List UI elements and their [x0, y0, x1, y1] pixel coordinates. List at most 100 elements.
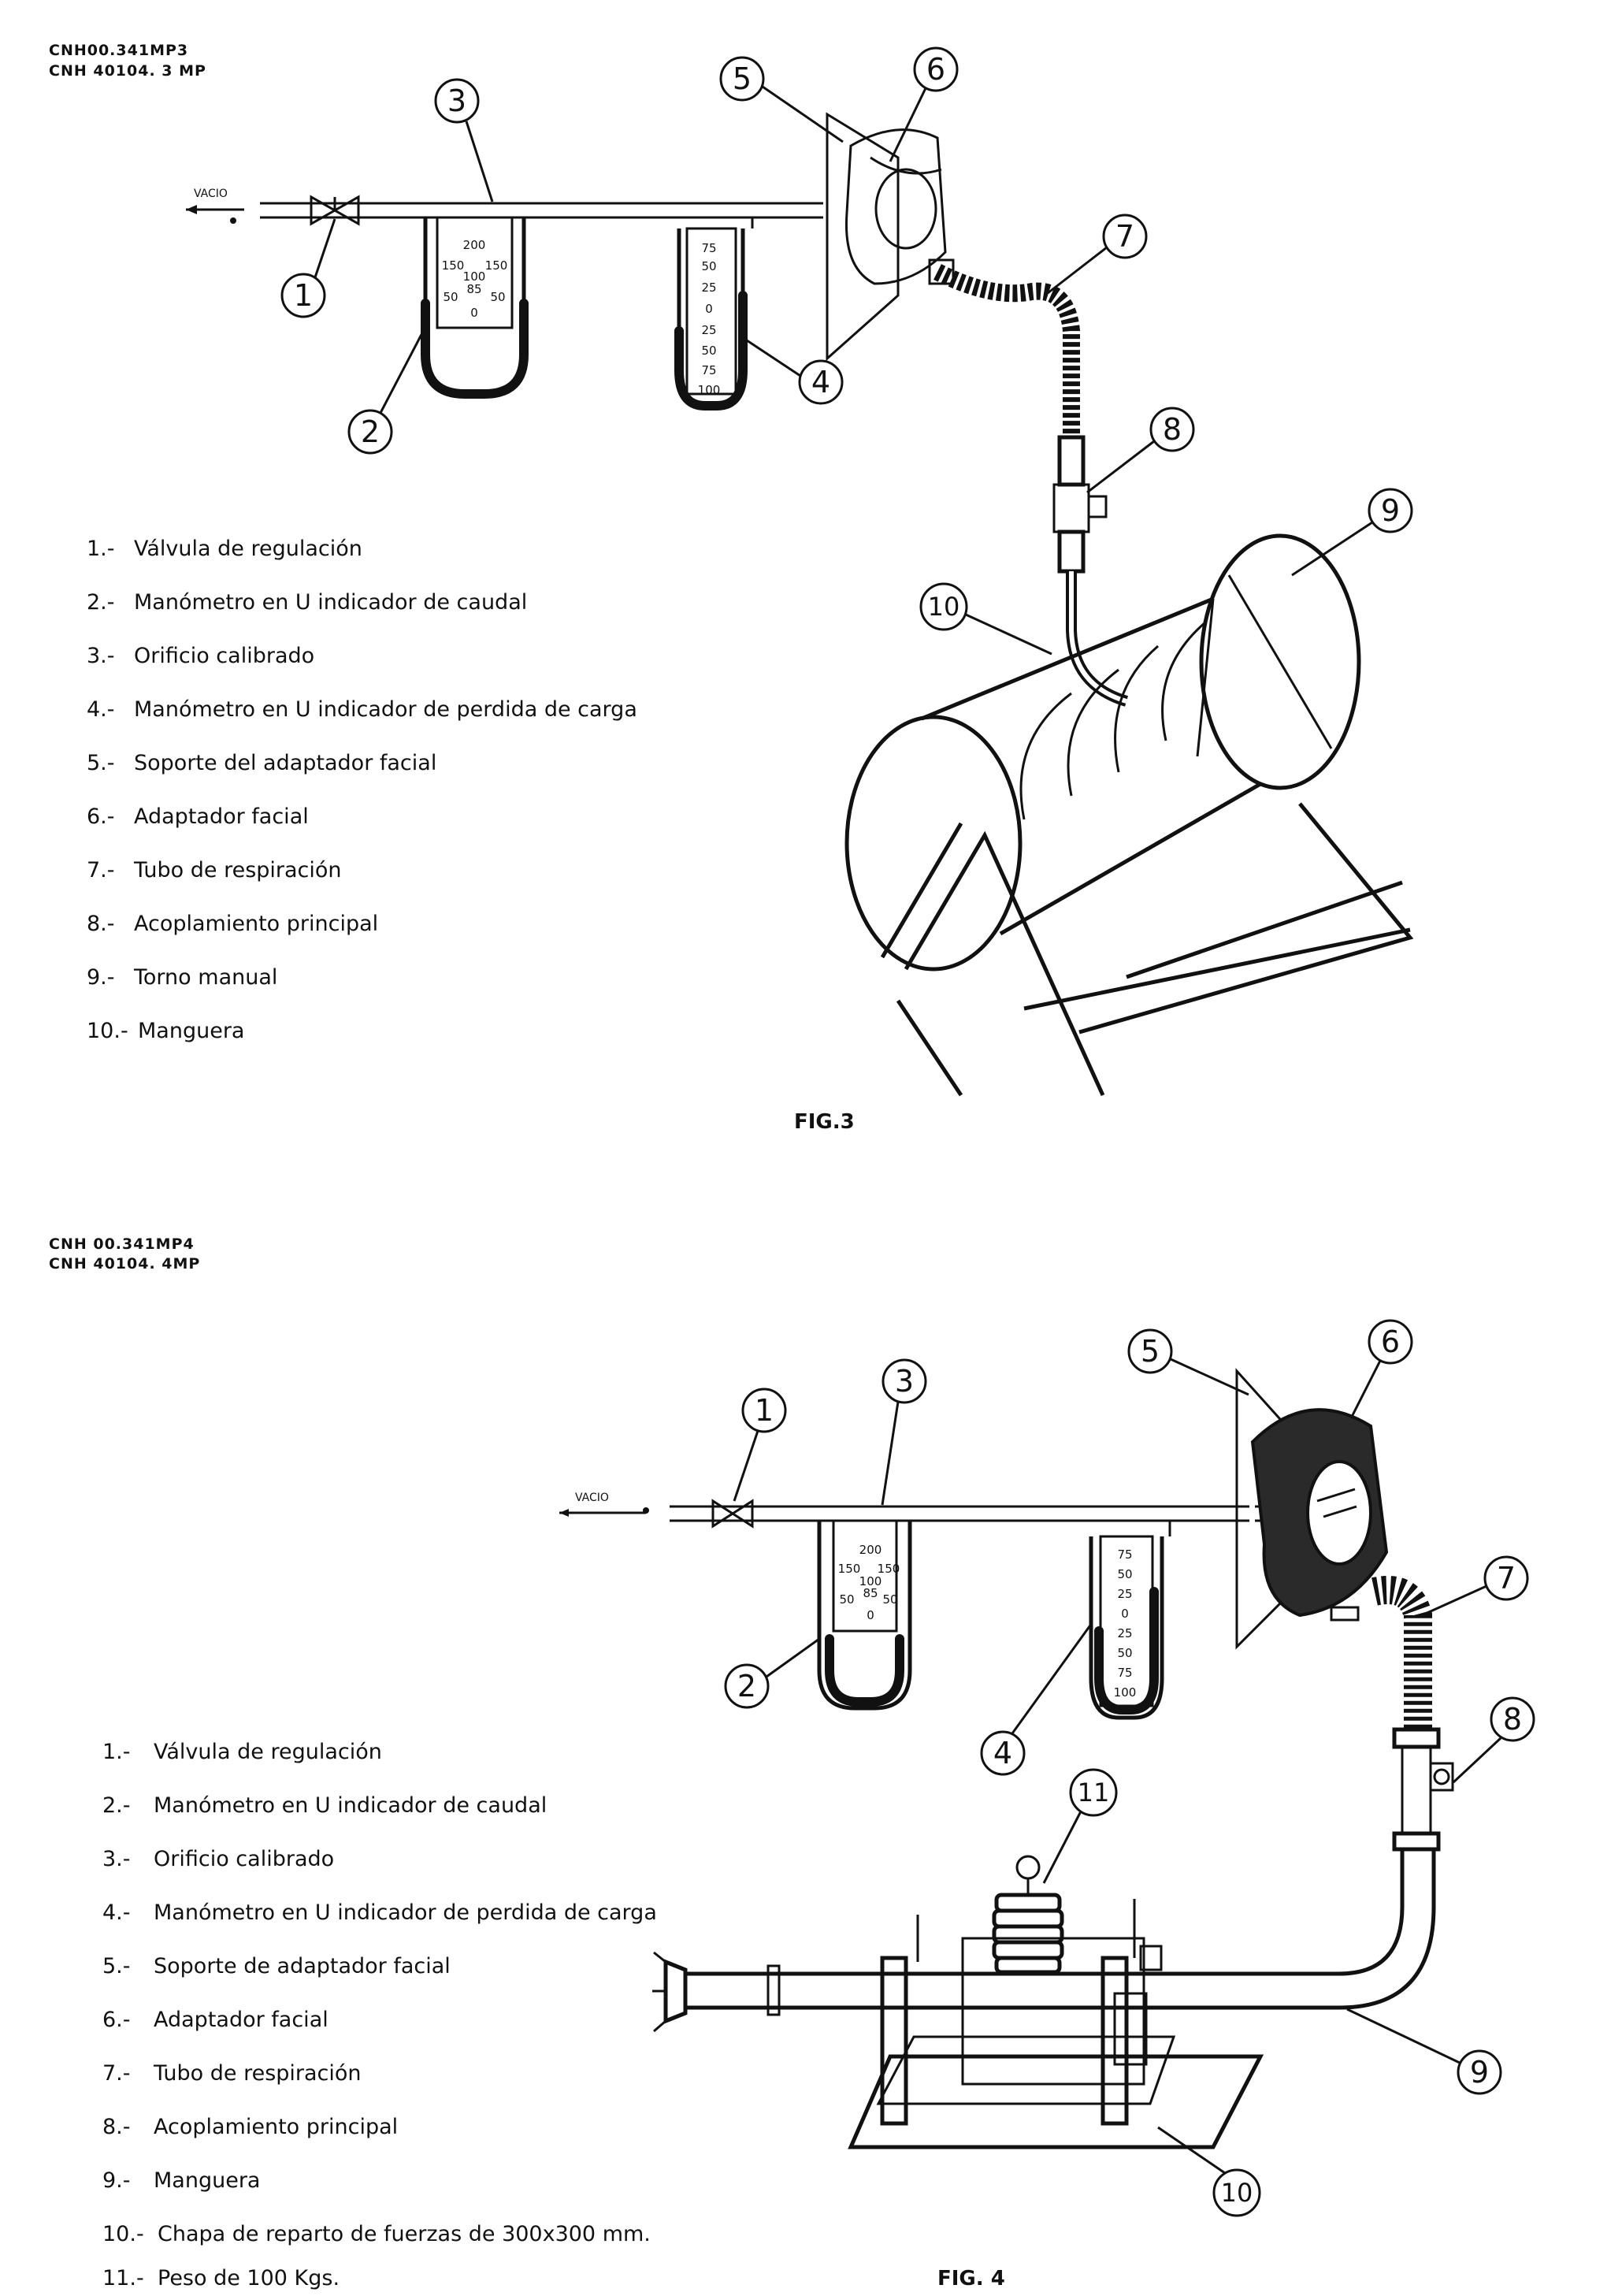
fig4-callout-6: 6 [1349, 1319, 1413, 1419]
fig4-legend-item: 10.- Chapa de reparto de fuerzas de 300x… [102, 2222, 651, 2246]
fig4-vacio-label: VACIO [575, 1492, 609, 1504]
fig3-callout-8: 8 [1086, 407, 1195, 494]
svg-text:3.-: 3.- [102, 1847, 131, 1871]
svg-text:11.-: 11.- [102, 2266, 144, 2290]
svg-text:9: 9 [1381, 493, 1400, 528]
svg-text:2: 2 [737, 1669, 756, 1703]
fig3-main-pipe [260, 202, 823, 219]
fig3-legend-item: 1.- Válvula de regulación [87, 537, 362, 561]
svg-text:10: 10 [1221, 2178, 1253, 2208]
fig4-legend-item: 9.- Manguera [102, 2168, 260, 2193]
fig3-callout-4: 4 [744, 337, 844, 405]
fig4-loss-tick: 50 [1117, 1646, 1132, 1660]
svg-text:1: 1 [294, 278, 313, 313]
figure-3: CNH00.341MP3 CNH 40104. 3 MP VACIO 200 1… [49, 42, 1414, 1134]
figure-4: CNH 00.341MP4 CNH 40104. 4MP VACIO 200 [49, 1235, 1535, 2290]
svg-text:2: 2 [361, 414, 380, 449]
fig4-callout-8: 8 [1452, 1696, 1535, 1784]
fig4-breathing-tube [1371, 1576, 1432, 1729]
svg-text:7.-: 7.- [87, 858, 115, 882]
svg-text:1: 1 [755, 1393, 774, 1428]
fig4-main-coupling [1392, 1727, 1454, 1852]
svg-text:7: 7 [1115, 219, 1134, 254]
fig4-flow-tick: 150 [878, 1562, 900, 1576]
fig4-code-2: CNH 40104. 4MP [49, 1255, 200, 1272]
fig3-flow-tick: 85 [466, 282, 481, 296]
fig3-flow-tick: 100 [463, 269, 486, 284]
fig3-facepiece-support [826, 112, 900, 362]
svg-text:5: 5 [733, 61, 752, 96]
fig4-flow-manometer: 200 150 100 150 50 85 50 0 [817, 1519, 912, 1711]
svg-text:5.-: 5.- [87, 751, 115, 775]
svg-text:Tubo de respiración: Tubo de respiración [133, 858, 342, 882]
fig4-loss-tick: 25 [1117, 1587, 1132, 1601]
svg-text:11: 11 [1078, 1778, 1110, 1807]
svg-text:Válvula de regulación: Válvula de regulación [134, 537, 362, 561]
fig4-code-1: CNH 00.341MP4 [49, 1235, 195, 1253]
fig3-caption: FIG.3 [794, 1110, 855, 1134]
fig4-callout-7: 7 [1421, 1555, 1529, 1617]
fig3-legend-item: 2.- Manómetro en U indicador de caudal [87, 590, 527, 615]
fig3-legend-item: 4.- Manómetro en U indicador de perdida … [87, 697, 637, 722]
fig3-loss-tick: 75 [701, 363, 716, 377]
fig4-legend-item: 8.- Acoplamiento principal [102, 2115, 398, 2139]
svg-text:7.-: 7.- [102, 2061, 131, 2086]
fig3-legend-item: 5.- Soporte del adaptador facial [87, 751, 436, 775]
svg-text:Peso de 100 Kgs.: Peso de 100 Kgs. [158, 2266, 340, 2290]
fig3-loss-tick: 100 [698, 383, 721, 397]
fig4-callout-1: 1 [733, 1388, 787, 1502]
fig4-regulating-valve [711, 1499, 754, 1529]
fig4-callout-5: 5 [1127, 1328, 1249, 1396]
fig3-callout-7: 7 [1047, 214, 1148, 295]
fig3-callout-9: 9 [1291, 488, 1413, 577]
fig4-legend-item: 4.- Manómetro en U indicador de perdida … [102, 1900, 657, 1925]
svg-text:Manómetro en U indicador de pe: Manómetro en U indicador de perdida de c… [154, 1900, 657, 1925]
fig3-loss-tick: 75 [701, 241, 716, 255]
fig3-callout-1: 1 [280, 218, 336, 318]
fig4-loss-tick: 75 [1117, 1666, 1132, 1680]
svg-text:1.-: 1.- [102, 1740, 131, 1764]
fig3-callout-3: 3 [434, 78, 494, 202]
fig4-weight [992, 1855, 1064, 1975]
fig3-legend-item: 8.- Acoplamiento principal [87, 912, 378, 936]
fig3-callout-5: 5 [719, 56, 844, 143]
fig3-flow-tick: 150 [485, 258, 508, 273]
fig3-code-2: CNH 40104. 3 MP [49, 62, 206, 80]
svg-text:Orificio calibrado: Orificio calibrado [134, 644, 314, 668]
svg-text:3.-: 3.- [87, 644, 115, 668]
fig4-legend-item: 3.- Orificio calibrado [102, 1847, 334, 1871]
fig4-legend-item: 2.- Manómetro en U indicador de caudal [102, 1793, 547, 1818]
fig4-callout-4: 4 [980, 1622, 1093, 1776]
svg-text:4.-: 4.- [102, 1900, 131, 1925]
svg-text:Acoplamiento principal: Acoplamiento principal [134, 912, 378, 936]
svg-text:8.-: 8.- [87, 912, 115, 936]
svg-text:4.-: 4.- [87, 697, 115, 722]
svg-text:Orificio calibrado: Orificio calibrado [154, 1847, 334, 1871]
svg-text:7: 7 [1497, 1561, 1516, 1596]
svg-text:6: 6 [1381, 1324, 1400, 1359]
fig3-breathing-tube [928, 258, 1080, 437]
fig4-flow-tick: 85 [863, 1586, 878, 1600]
fig4-loss-tick: 50 [1117, 1567, 1132, 1581]
svg-text:4: 4 [993, 1736, 1012, 1770]
fig4-hose [652, 1849, 1436, 2033]
svg-text:5.-: 5.- [102, 1954, 131, 1978]
fig3-legend-item: 6.- Adaptador facial [87, 804, 309, 829]
svg-text:6.-: 6.- [102, 2008, 131, 2032]
fig3-vacuum-inlet: VACIO [186, 188, 244, 224]
svg-text:10.-: 10.- [87, 1019, 128, 1043]
fig3-loss-tick: 50 [701, 344, 716, 358]
fig4-loss-tick: 25 [1117, 1626, 1132, 1640]
svg-text:1.-: 1.- [87, 537, 115, 561]
svg-text:9.-: 9.- [87, 965, 115, 990]
svg-text:8: 8 [1163, 412, 1182, 447]
svg-text:8.-: 8.- [102, 2115, 131, 2139]
fig3-legend-item: 3.- Orificio calibrado [87, 644, 314, 668]
fig4-loss-tick: 75 [1117, 1547, 1132, 1562]
svg-text:10.-: 10.- [102, 2222, 144, 2246]
fig3-winch-frame [880, 802, 1414, 1097]
svg-text:9.-: 9.- [102, 2168, 131, 2193]
svg-text:Torno manual: Torno manual [133, 965, 277, 990]
svg-text:10: 10 [928, 592, 960, 622]
fig3-callout-10: 10 [919, 582, 1052, 656]
